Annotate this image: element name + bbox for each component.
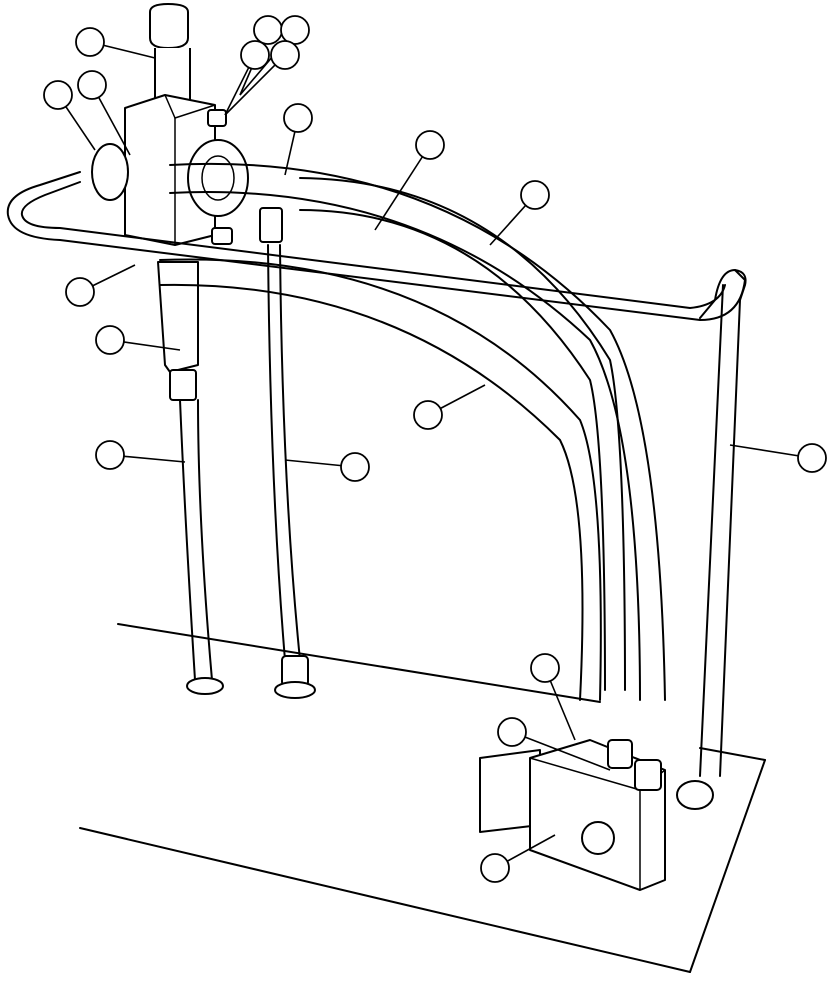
tube-loop <box>6 171 747 810</box>
callout-circle <box>283 103 313 133</box>
manifold-block <box>479 739 666 891</box>
callout-circle <box>253 15 283 45</box>
callout-circle <box>75 27 105 57</box>
callout-circle <box>340 452 370 482</box>
callout-circle <box>77 70 107 100</box>
callout-circle <box>415 130 445 160</box>
hose-bundle <box>159 162 666 701</box>
drop-lines <box>179 244 316 699</box>
callout-circle <box>240 40 270 70</box>
callout-circle <box>43 80 73 110</box>
callout-circle <box>65 277 95 307</box>
callout-circle <box>480 853 510 883</box>
callout-leader <box>374 144 431 231</box>
callout-circle <box>270 40 300 70</box>
callout-circle <box>530 653 560 683</box>
valve-assembly <box>91 3 283 401</box>
callout-circle <box>497 717 527 747</box>
callout-circle <box>95 440 125 470</box>
callout-circle <box>797 443 827 473</box>
callout-circle <box>520 180 550 210</box>
callout-leader <box>511 731 611 771</box>
callout-circle <box>413 400 443 430</box>
callout-circle <box>280 15 310 45</box>
callouts <box>43 15 827 883</box>
mounting-plate <box>79 623 766 973</box>
callout-circle <box>95 325 125 355</box>
